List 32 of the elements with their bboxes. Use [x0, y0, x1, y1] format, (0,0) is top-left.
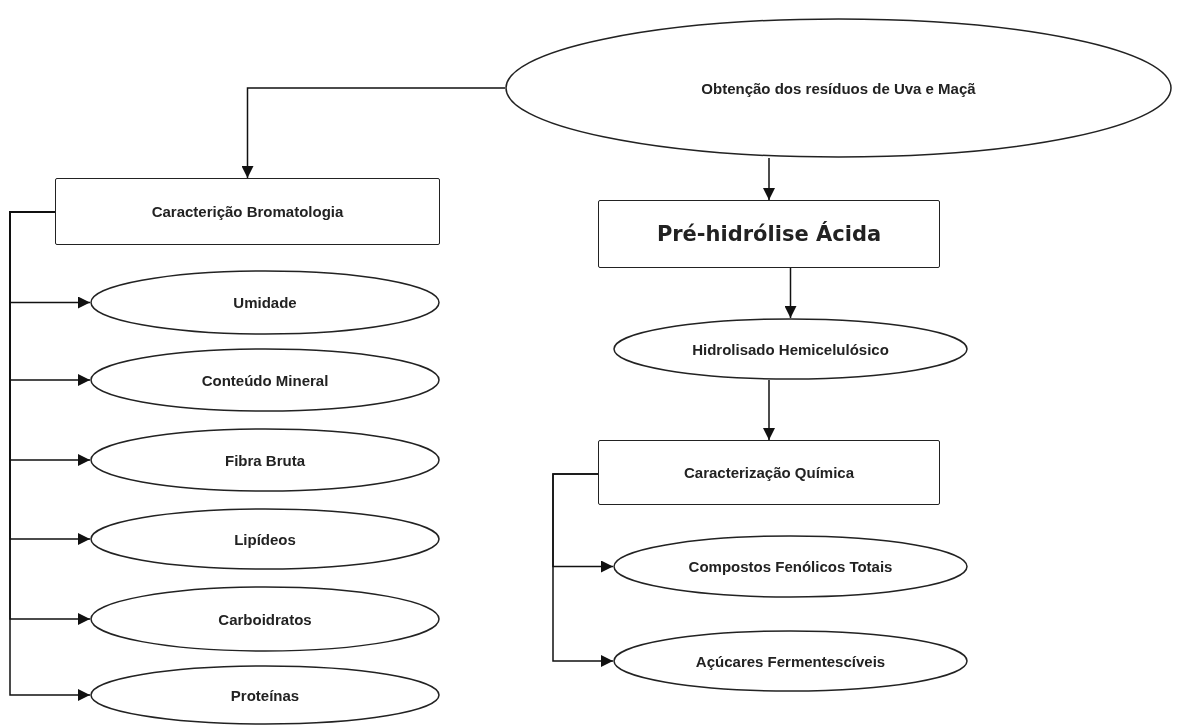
terminal-ellipse	[613, 630, 968, 692]
terminal-ellipse	[90, 428, 440, 492]
node-label: Obtenção dos resíduos de Uva e Maçã	[701, 79, 976, 97]
process-box	[55, 178, 440, 245]
node-label: Fibra Bruta	[225, 451, 305, 469]
node-label: Pré-hidrólise Ácida	[656, 222, 882, 246]
terminal-ellipse	[90, 508, 440, 570]
terminal-ellipse	[90, 348, 440, 412]
terminal-ellipse	[505, 18, 1172, 158]
arrow	[763, 379, 775, 441]
node-label: Açúcares Fermentescíveis	[695, 652, 886, 670]
terminal-ellipse	[613, 318, 968, 380]
terminal-ellipse	[90, 665, 440, 725]
arrow	[784, 267, 797, 319]
node-label: Caracterição Bromatologia	[151, 203, 344, 220]
arrow	[241, 87, 506, 179]
node-label: Lipídeos	[234, 530, 296, 548]
node-label: Carboidratos	[218, 610, 312, 628]
terminal-ellipse	[90, 270, 440, 335]
arrow	[552, 473, 614, 667]
node-label: Hidrolisado Hemicelulósico	[692, 340, 889, 358]
node-label: Proteínas	[230, 686, 300, 704]
process-box	[598, 440, 940, 505]
arrow	[9, 211, 91, 701]
terminal-ellipse	[90, 586, 440, 652]
node-label: Conteúdo Mineral	[201, 371, 329, 389]
terminal-ellipse	[613, 535, 968, 598]
node-label: Umidade	[233, 294, 297, 311]
arrow	[763, 157, 775, 201]
node-label: Compostos Fenólicos Totais	[688, 558, 893, 575]
process-box	[598, 200, 940, 268]
node-label: Caracterização Química	[683, 464, 855, 481]
